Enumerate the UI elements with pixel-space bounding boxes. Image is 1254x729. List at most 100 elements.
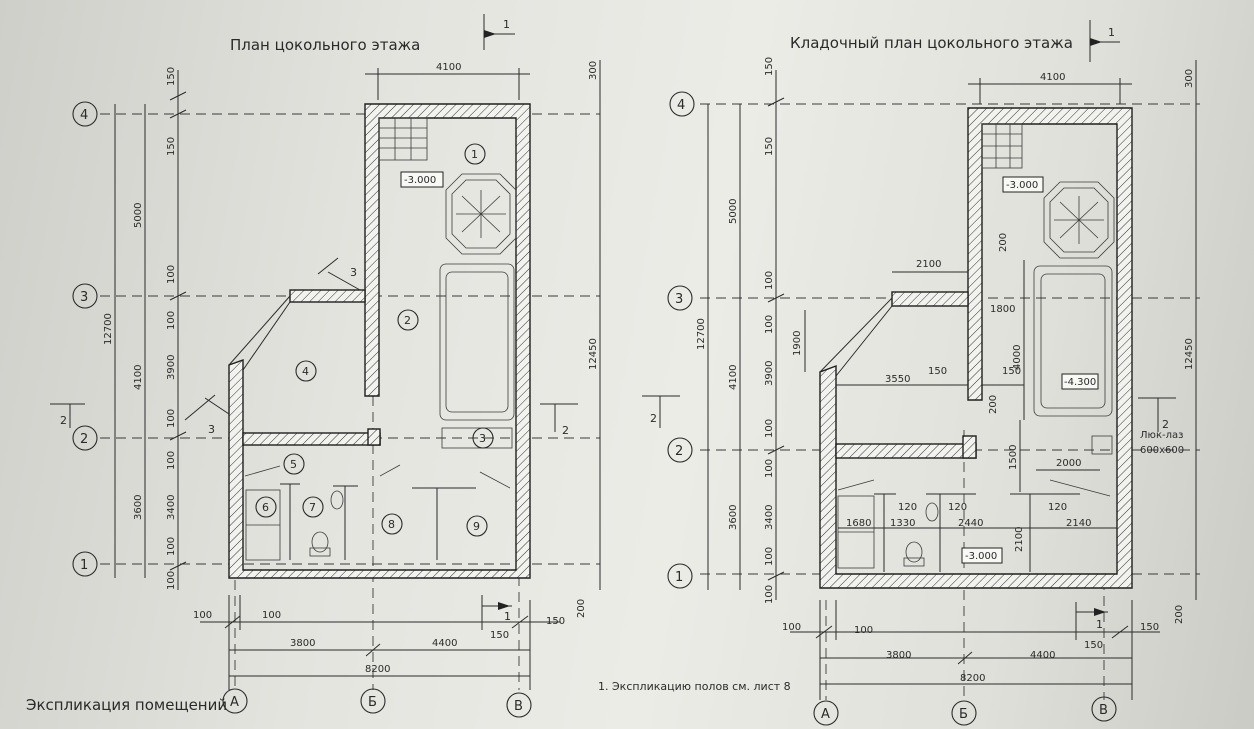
svg-text:5000: 5000 — [728, 199, 739, 224]
left-dimension-chains: 12700 5000 4100 3600 150 150 100 100 390… — [103, 67, 187, 590]
svg-text:Б: Б — [368, 695, 377, 710]
svg-text:100: 100 — [193, 610, 212, 621]
svg-text:3: 3 — [479, 432, 486, 445]
svg-text:150: 150 — [764, 57, 775, 76]
svg-text:-4.300: -4.300 — [1064, 377, 1096, 388]
svg-text:1: 1 — [471, 148, 478, 161]
svg-text:12450: 12450 — [588, 338, 599, 370]
svg-text:12450: 12450 — [1184, 338, 1195, 370]
svg-text:2100: 2100 — [1014, 527, 1025, 552]
section-mark-3b-left: 3 — [184, 394, 230, 436]
svg-text:2140: 2140 — [1066, 518, 1091, 529]
left-room-labels: 1 2 3 4 5 6 7 8 9 — [255, 143, 494, 537]
svg-text:12700: 12700 — [696, 318, 707, 350]
svg-text:4: 4 — [677, 98, 685, 113]
section-mark-3-left: 3 — [317, 257, 361, 291]
svg-text:3: 3 — [208, 423, 215, 436]
svg-text:4000: 4000 — [1012, 345, 1023, 370]
svg-text:1: 1 — [80, 558, 88, 573]
svg-text:100: 100 — [166, 311, 177, 330]
svg-text:3: 3 — [350, 266, 357, 279]
svg-text:1: 1 — [504, 610, 511, 623]
svg-text:100: 100 — [166, 409, 177, 428]
svg-text:3600: 3600 — [728, 505, 739, 530]
svg-text:7: 7 — [309, 501, 316, 514]
right-bottom-dims: 100 100 3800 4400 8200 150 150 200 — [782, 600, 1185, 700]
svg-text:В: В — [1099, 703, 1108, 718]
explication-title: Экспликация помещений — [26, 696, 227, 714]
svg-text:300: 300 — [588, 61, 599, 80]
left-top-right-dims: 4100 300 12450 — [365, 60, 601, 590]
left-plan: План цокольного этажа 1 — [50, 14, 601, 718]
right-plan: Кладочный план цокольного этажа 1 — [642, 20, 1200, 726]
svg-text:2: 2 — [80, 432, 88, 447]
svg-text:5: 5 — [290, 458, 297, 471]
svg-text:4100: 4100 — [133, 365, 144, 390]
svg-text:3550: 3550 — [885, 374, 910, 385]
left-axis-markers: 4 3 2 1 А Б В — [72, 101, 532, 718]
right-dimension-chains: 12700 5000 4100 3600 150 150 100 100 390… — [696, 57, 785, 604]
svg-text:-3.000: -3.000 — [1006, 180, 1038, 191]
svg-text:150: 150 — [546, 616, 565, 627]
svg-text:150: 150 — [166, 67, 177, 86]
svg-text:12700: 12700 — [103, 313, 114, 345]
svg-text:1680: 1680 — [846, 518, 871, 529]
svg-text:6: 6 — [262, 501, 269, 514]
svg-text:200: 200 — [998, 233, 1009, 252]
svg-text:3800: 3800 — [290, 638, 315, 649]
floor-note: 1. Экспликацию полов см. лист 8 — [598, 680, 791, 693]
svg-text:1: 1 — [1096, 618, 1103, 631]
right-stairs — [981, 123, 1023, 169]
left-octagon-tank — [445, 173, 517, 255]
svg-text:1: 1 — [1108, 26, 1115, 39]
svg-text:200: 200 — [576, 599, 587, 618]
svg-text:100: 100 — [764, 271, 775, 290]
svg-text:8200: 8200 — [960, 673, 985, 684]
svg-text:100: 100 — [764, 547, 775, 566]
section-mark-2-left: 2 2 — [50, 403, 578, 437]
section-mark-bottom-right: 1 — [1075, 602, 1108, 640]
svg-text:4100: 4100 — [1040, 72, 1065, 83]
svg-text:100: 100 — [764, 585, 775, 604]
svg-text:100: 100 — [166, 571, 177, 590]
section-mark-top-left: 1 — [483, 14, 515, 50]
svg-text:100: 100 — [764, 419, 775, 438]
svg-text:600х600: 600х600 — [1140, 445, 1184, 456]
svg-text:4400: 4400 — [1030, 650, 1055, 661]
svg-text:3: 3 — [675, 292, 683, 307]
svg-text:3400: 3400 — [166, 495, 177, 520]
svg-text:А: А — [230, 695, 239, 710]
svg-text:150: 150 — [166, 137, 177, 156]
left-level-tag: -3.000 — [404, 175, 436, 186]
svg-text:3800: 3800 — [886, 650, 911, 661]
svg-text:2000: 2000 — [1056, 458, 1081, 469]
section-mark-bottom-left: 1 — [481, 595, 512, 630]
svg-text:1: 1 — [675, 570, 683, 585]
svg-text:1500: 1500 — [1008, 445, 1019, 470]
svg-text:100: 100 — [262, 610, 281, 621]
svg-text:2: 2 — [675, 444, 683, 459]
svg-text:4100: 4100 — [436, 62, 461, 73]
left-stairs — [378, 117, 428, 161]
svg-text:3600: 3600 — [133, 495, 144, 520]
right-octagon-tank — [1043, 181, 1115, 259]
right-top-right-dims: 4100 300 12450 — [968, 60, 1197, 600]
svg-text:1900: 1900 — [792, 331, 803, 356]
svg-text:120: 120 — [948, 502, 967, 513]
section-mark-2-right: 2 2 — [642, 395, 1176, 432]
svg-text:9: 9 — [473, 520, 480, 533]
svg-text:2: 2 — [404, 314, 411, 327]
svg-text:3900: 3900 — [764, 361, 775, 386]
svg-text:2: 2 — [60, 414, 67, 427]
svg-text:200: 200 — [988, 395, 999, 414]
right-inner-dims: 2100 200 1800 1900 4000 3550 150 150 200… — [792, 233, 1184, 552]
svg-text:2: 2 — [650, 412, 657, 425]
svg-text:1800: 1800 — [990, 304, 1015, 315]
svg-text:120: 120 — [898, 502, 917, 513]
svg-text:200: 200 — [1174, 605, 1185, 624]
svg-text:Люк-лаз: Люк-лаз — [1140, 430, 1183, 441]
svg-text:-3.000: -3.000 — [965, 551, 997, 562]
svg-text:150: 150 — [1002, 366, 1021, 377]
